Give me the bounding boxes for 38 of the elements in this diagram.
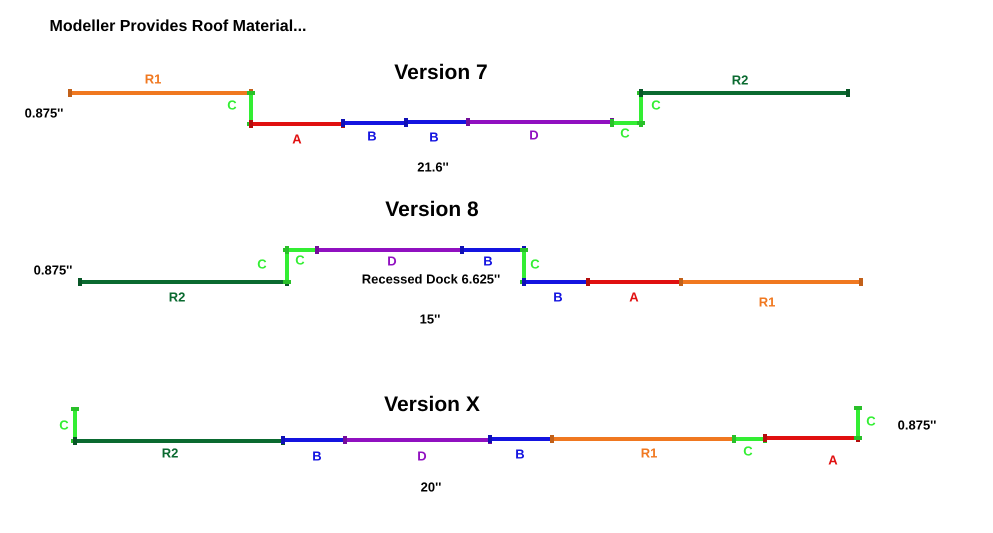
dimension-label: R1 <box>144 72 162 86</box>
dimension-label: A <box>292 132 302 146</box>
dimension-label: 0.875'' <box>24 106 64 120</box>
dimension-label: C <box>651 98 661 112</box>
dimension-label: B <box>429 130 439 144</box>
dimension-label: R2 <box>168 290 186 304</box>
dimension-label: D <box>529 128 539 142</box>
dimension-label: C <box>257 256 267 272</box>
dimension-label: C <box>866 414 876 428</box>
dimension-label: R1 <box>758 294 776 310</box>
dimension-label: 20'' <box>420 480 442 494</box>
dimension-label: 0.875'' <box>898 418 936 432</box>
dimension-label: C <box>227 98 237 112</box>
dimension-label: B <box>553 290 563 304</box>
title: Modeller Provides Roof Material... <box>50 18 306 36</box>
dimension-label: C <box>530 256 540 272</box>
dimension-label: C <box>620 126 630 140</box>
dimension-label: D <box>417 448 427 464</box>
dimension-label: R1 <box>640 446 658 460</box>
dimension-label: B <box>515 446 525 462</box>
dimension-label: A <box>828 452 838 468</box>
dimension-label: C <box>59 418 69 432</box>
dimension-label: 15'' <box>420 312 440 326</box>
dimension-label: D <box>387 254 397 268</box>
dimension-label: C <box>295 252 305 268</box>
dimension-label: 0.875'' <box>34 262 72 278</box>
dimension-label: A <box>629 290 639 304</box>
dimension-label: 21.6'' <box>417 160 449 174</box>
dimension-label: R2 <box>732 72 748 88</box>
version-heading: Version 8 <box>385 198 479 222</box>
version-heading: Version X <box>384 393 480 417</box>
dimension-label: B <box>367 128 377 144</box>
dimension-label: C <box>743 444 753 458</box>
dimension-label: B <box>312 448 322 464</box>
dimension-label: Recessed Dock 6.625'' <box>362 272 500 286</box>
dimension-label: R2 <box>162 446 178 460</box>
version-heading: Version 7 <box>394 61 488 85</box>
dimension-label: B <box>483 254 493 268</box>
